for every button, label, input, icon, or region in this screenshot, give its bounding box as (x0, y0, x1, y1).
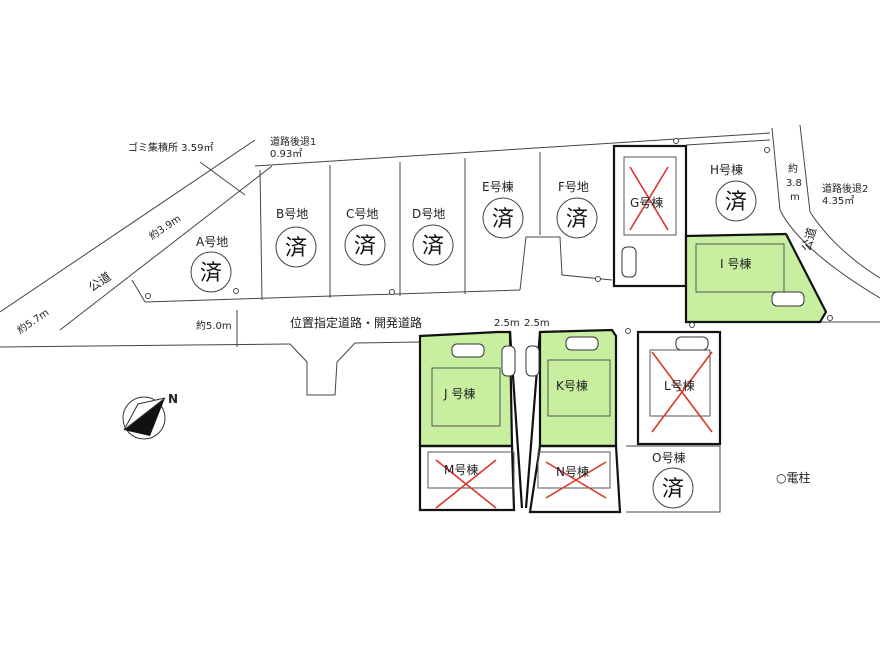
east-public-road (771, 124, 880, 299)
lot-k (538, 328, 618, 448)
lot-label-k: K号棟 (556, 378, 588, 393)
sold-mark-f: 済 (556, 197, 598, 239)
lot-label-j: J 号棟 (443, 386, 475, 401)
sold-mark-e-text: 済 (492, 207, 514, 232)
sold-mark-c-text: 済 (354, 234, 376, 259)
lot-label-n: N号棟 (556, 464, 589, 479)
width-50-label: 約5.0m (196, 319, 232, 332)
lot-label-e: E号棟 (482, 179, 514, 194)
lot-label-f: F号地 (558, 180, 589, 194)
lot-label-g: G号棟 (630, 195, 663, 210)
width-39-label: 約3.9m (146, 212, 183, 243)
lot-j (418, 330, 514, 448)
sold-mark-h: 済 (715, 180, 757, 222)
sold-mark-e: 済 (482, 197, 524, 239)
car-icon (621, 246, 637, 278)
lot-l (636, 330, 722, 446)
lot-label-h: H号棟 (710, 162, 743, 177)
pole-legend: ○電柱 (776, 470, 810, 485)
lot-m (418, 444, 516, 512)
west-road-label: 公道 (86, 269, 114, 294)
lot-label-c: C号地 (346, 207, 378, 221)
main-road-label: 位置指定道路・開発道路 (290, 315, 422, 330)
sold-mark-h-text: 済 (725, 190, 747, 215)
shared-driveway (501, 331, 542, 509)
car-icon (771, 291, 805, 307)
lots-a-to-d (131, 152, 613, 303)
width-38-label-a: 約 (788, 162, 798, 175)
north-arrow-icon (122, 396, 166, 440)
lot-label-d: D号地 (412, 207, 445, 221)
sold-mark-o-text: 済 (662, 477, 684, 502)
width-57-label: 約5.7m (14, 306, 51, 337)
lot-h-boundary (685, 139, 771, 146)
sold-mark-d: 済 (412, 224, 454, 266)
setback1-area: 0.93㎡ (270, 148, 302, 160)
setback2-area: 4.35㎡ (822, 195, 854, 207)
car-icon (675, 336, 709, 351)
lot-g (612, 144, 688, 288)
setback2-label: 道路後退2 (822, 182, 868, 195)
sold-mark-c: 済 (344, 224, 386, 266)
car-icon (501, 345, 516, 377)
north-boundary (254, 132, 771, 167)
lot-o (626, 445, 721, 513)
sold-mark-b-text: 済 (285, 236, 307, 261)
lot-n (528, 444, 622, 514)
dim-25a-label: 2.5m (494, 318, 520, 329)
setback1-label: 道路後退1 (270, 135, 316, 148)
west-public-road (0, 139, 273, 331)
sold-mark-a-text: 済 (200, 261, 222, 286)
sold-mark-o: 済 (652, 467, 694, 509)
pole-markers (145, 138, 833, 334)
lot-label-i: I 号棟 (720, 256, 751, 271)
lot-label-b: B号地 (276, 207, 308, 221)
sold-mark-d-text: 済 (422, 234, 444, 259)
lot-label-o: O号棟 (652, 450, 685, 465)
dim-25b-label: 2.5m (524, 318, 550, 329)
sold-mark-b: 済 (275, 226, 317, 268)
car-icon (525, 345, 540, 377)
lot-label-m: M号棟 (444, 462, 478, 477)
sold-mark-f-text: 済 (566, 207, 588, 232)
east-road-label: 公道 (799, 226, 819, 253)
lot-i (684, 232, 828, 324)
car-icon (451, 343, 485, 358)
north-label: N (168, 392, 178, 406)
gomi-label: ゴミ集積所 3.59㎡ (128, 141, 213, 154)
lot-label-l: L号棟 (664, 378, 695, 393)
width-38-label-b: 3.8 (786, 178, 802, 189)
car-icon (565, 336, 599, 351)
sold-mark-a: 済 (190, 251, 232, 293)
width-38-label-c: m (790, 192, 800, 203)
lot-label-a: A号地 (196, 235, 228, 249)
